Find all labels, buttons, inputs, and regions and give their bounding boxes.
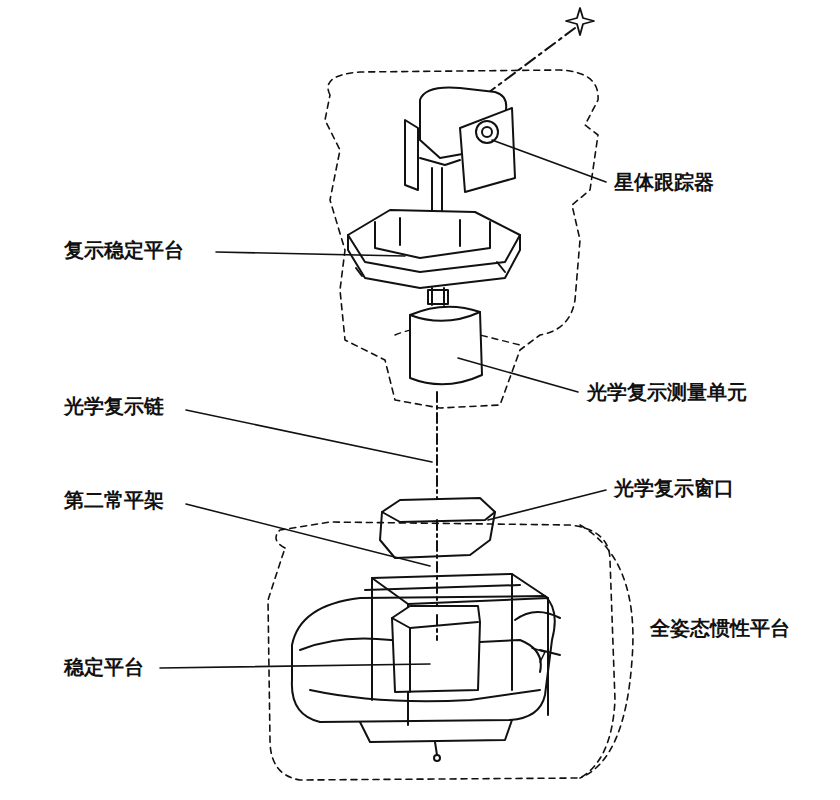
part-label: 光学复示测量单元 <box>585 380 749 404</box>
part-label: 光学复示窗口 <box>612 476 736 500</box>
part-label: 稳定平台 <box>62 655 146 679</box>
part-label: 光学复示链 <box>62 394 166 418</box>
part-label: 全姿态惯性平台 <box>648 616 792 640</box>
part-label: 第二常平架 <box>62 488 166 512</box>
part-label: 星体跟踪器 <box>612 170 716 194</box>
part-label: 复示稳定平台 <box>62 238 186 262</box>
